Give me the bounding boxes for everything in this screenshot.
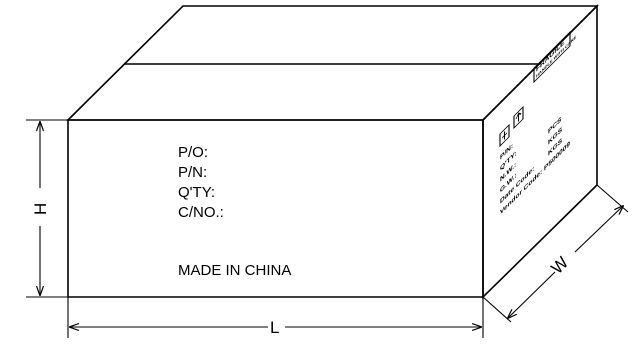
po-label: P/O: [178, 144, 208, 161]
height-label: H [31, 203, 50, 215]
side-label: FRAGILE HANDLE WITH CARE P/N: Q'TY: N.W.… [499, 30, 577, 217]
origin-label: MADE IN CHINA [178, 262, 291, 279]
length-label: L [270, 318, 279, 337]
front-label: P/O: P/N: Q'TY: C/NO.: MADE IN CHINA [178, 144, 291, 279]
width-label: W [547, 253, 572, 278]
fragile-icon [499, 123, 510, 148]
handling-badge: FRAGILE HANDLE WITH CARE [533, 30, 577, 84]
side-face [482, 4, 598, 299]
length-dimension: L [67, 297, 484, 338]
this-way-up-icon [513, 105, 524, 130]
qty-label: Q'TY: [178, 184, 215, 201]
carton-number-label: C/NO.: [178, 204, 224, 221]
height-dimension: H [26, 119, 68, 298]
top-face [66, 5, 599, 121]
badge-line-2: HANDLE WITH CARE [536, 34, 577, 80]
box-outline [66, 4, 599, 299]
pn-label: P/N: [178, 164, 207, 181]
